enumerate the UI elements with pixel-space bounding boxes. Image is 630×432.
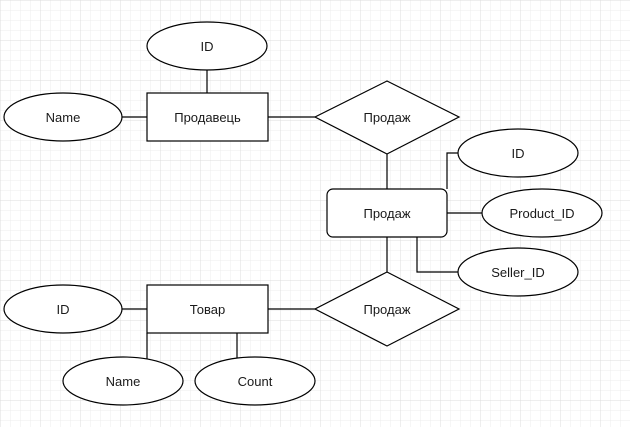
- entity-product-label: Товар: [190, 302, 225, 317]
- attribute-product-id[interactable]: ID: [3, 284, 123, 334]
- entity-seller-label: Продавець: [174, 110, 241, 125]
- attribute-sale-seller-id-label: Seller_ID: [491, 265, 544, 280]
- connector-sale-id: [446, 152, 458, 189]
- attribute-seller-id[interactable]: ID: [146, 21, 268, 71]
- attribute-seller-name-label: Name: [46, 110, 81, 125]
- attribute-seller-name[interactable]: Name: [3, 92, 123, 142]
- entity-sale[interactable]: Продаж: [326, 188, 448, 238]
- relationship-product-sale[interactable]: Продаж: [313, 271, 461, 347]
- attribute-sale-id-label: ID: [512, 146, 525, 161]
- attribute-sale-seller-id[interactable]: Seller_ID: [457, 247, 579, 297]
- attribute-product-id-label: ID: [57, 302, 70, 317]
- attribute-sale-id[interactable]: ID: [457, 128, 579, 178]
- attribute-sale-product-id-label: Product_ID: [509, 206, 574, 221]
- entity-product[interactable]: Товар: [146, 284, 269, 334]
- attribute-sale-product-id[interactable]: Product_ID: [481, 188, 603, 238]
- relationship-seller-sale[interactable]: Продаж: [313, 80, 461, 155]
- relationship-seller-sale-label: Продаж: [363, 110, 410, 125]
- relationship-product-sale-label: Продаж: [363, 302, 410, 317]
- attribute-product-name[interactable]: Name: [62, 356, 184, 406]
- connectors: [122, 70, 482, 359]
- attribute-seller-id-label: ID: [201, 39, 214, 54]
- entity-sale-label: Продаж: [363, 206, 410, 221]
- attribute-product-count[interactable]: Count: [194, 356, 316, 406]
- connector-sale-seller-id: [416, 237, 458, 273]
- attribute-product-name-label: Name: [106, 374, 141, 389]
- attribute-product-count-label: Count: [238, 374, 273, 389]
- entity-seller[interactable]: Продавець: [146, 92, 269, 142]
